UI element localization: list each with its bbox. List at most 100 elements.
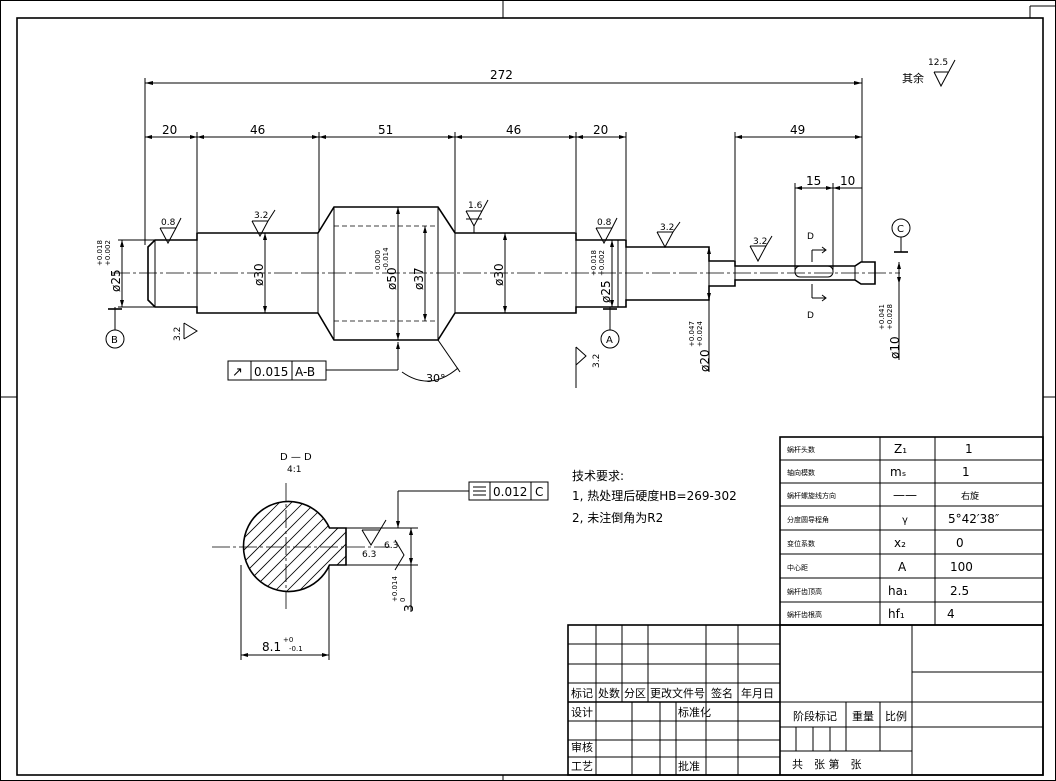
param-value-7: 4 <box>947 607 955 621</box>
datum-a: A <box>606 335 613 346</box>
runout-value: 0.015 <box>254 365 288 379</box>
dim-20b: 20 <box>593 123 608 137</box>
param-name-2: 蜗杆螺旋线方向 <box>787 491 836 500</box>
param-symbol-2: —— <box>893 488 917 502</box>
tb-approve: 批准 <box>678 759 700 773</box>
general-roughness-value: 12.5 <box>928 58 948 68</box>
datum-c: C <box>897 224 904 235</box>
svg-text:+0.018+0.002: +0.018+0.002 <box>96 240 112 266</box>
section-title: D — D <box>280 452 312 463</box>
dim-phi20-tol-upper: +0.047 <box>688 321 696 347</box>
runout-symbol: ↗ <box>232 365 243 380</box>
symmetry-tolerance: 0.012 C <box>396 481 549 528</box>
horizontal-dimensions: 272 20 46 51 46 20 49 15 10 <box>144 68 863 270</box>
tb-count: 处数 <box>598 687 620 700</box>
dim-10: 10 <box>840 174 855 188</box>
dim-phi25-left-tol-upper: +0.018 <box>96 240 104 266</box>
param-value-3: 5°42′38″ <box>948 512 1000 526</box>
roughness-08-right: 0.8 <box>597 218 612 228</box>
param-symbol-4: x₂ <box>894 536 906 550</box>
dim-phi25-right: ø25 <box>599 280 613 303</box>
runout-datum: A-B <box>295 365 315 379</box>
dim-phi37: ø37 <box>412 267 426 290</box>
param-symbol-5: A <box>898 560 907 574</box>
dim-key-width-tol-lower: -0.1 <box>289 645 303 653</box>
param-symbol-0: Z₁ <box>894 442 907 456</box>
param-symbol-7: hf₁ <box>888 607 905 621</box>
keyway <box>794 265 834 278</box>
dim-phi50: ø50 <box>385 267 399 290</box>
dim-phi50-tol-upper: 0.000 <box>374 250 382 270</box>
param-name-5: 中心距 <box>787 563 808 572</box>
dim-phi20-tol-lower: +0.024 <box>696 321 704 347</box>
dim-phi10: ø10 <box>888 336 902 359</box>
dim-key-depth-tol-upper: +0.014 <box>391 576 399 602</box>
param-value-5: 100 <box>950 560 973 574</box>
roughness-symbols: 0.8 3.2 1.6 0.8 3.2 3.2 3.2 3.2 <box>159 199 773 388</box>
general-roughness: 其余 12.5 <box>902 58 956 88</box>
dim-key-width-tol-upper: +0 <box>283 636 293 644</box>
svg-text:+0.0140: +0.0140 <box>391 576 407 602</box>
tb-design: 设计 <box>571 706 593 719</box>
dim-phi25-right-tol-upper: +0.018 <box>590 250 598 276</box>
title-block: 标记 处数 分区 更改文件号 签名 年月日 设计 标准化 审核 工艺 批准 阶段… <box>567 624 1044 776</box>
param-name-4: 变位系数 <box>787 539 815 548</box>
param-name-7: 蜗杆齿根高 <box>787 610 822 619</box>
angle-30: 30° <box>426 372 446 385</box>
parameter-table: 蜗杆头数 Z₁ 1 轴向模数 mₛ 1 蜗杆螺旋线方向 —— 右旋 分度圆导程角… <box>779 436 1044 626</box>
param-value-1: 1 <box>962 465 970 479</box>
tb-process: 工艺 <box>571 760 593 773</box>
notes-title: 技术要求: <box>572 469 624 483</box>
svg-text:+0.047+0.024: +0.047+0.024 <box>688 321 704 347</box>
dim-46b: 46 <box>506 123 521 137</box>
param-value-4: 0 <box>956 536 964 550</box>
general-roughness-label: 其余 <box>902 71 924 85</box>
roughness-32-a: 3.2 <box>254 211 268 221</box>
section-scale: 4:1 <box>287 465 301 475</box>
shaft-main-view <box>112 206 900 341</box>
dim-key-depth: 3 <box>402 604 416 612</box>
roughness-08-left: 0.8 <box>161 218 176 228</box>
tb-review: 审核 <box>571 740 593 754</box>
tb-mark: 标记 <box>571 686 593 700</box>
roughness-32-c: 3.2 <box>753 237 767 247</box>
section-outline <box>242 500 347 593</box>
dim-20a: 20 <box>162 123 177 137</box>
dim-phi30-a: ø30 <box>252 263 266 286</box>
param-name-3: 分度圆导程角 <box>787 515 829 524</box>
dim-46a: 46 <box>250 123 265 137</box>
tb-sign: 签名 <box>711 686 733 700</box>
dim-phi10-tol-lower: +0.028 <box>886 304 894 330</box>
roughness-32-b: 3.2 <box>660 223 674 233</box>
dim-phi20: ø20 <box>698 349 712 372</box>
dim-phi25-left: ø25 <box>109 269 123 292</box>
tb-weight: 重量 <box>852 709 874 723</box>
datum-features: B A C <box>105 218 911 349</box>
dim-total: 272 <box>490 68 513 82</box>
symmetry-datum: C <box>535 485 543 499</box>
dim-51: 51 <box>378 123 393 137</box>
section-d-d: D — D 4:1 <box>212 452 418 660</box>
runout-tolerance: ↗ 0.015 A-B <box>227 342 400 381</box>
param-symbol-3: γ <box>902 515 908 526</box>
dim-phi30-b: ø30 <box>492 263 506 286</box>
section-mark-d: D D <box>807 232 827 321</box>
angle-dimension: 30° <box>401 339 461 385</box>
tb-standard: 标准化 <box>678 705 711 719</box>
tb-stage-mark: 阶段标记 <box>793 709 837 723</box>
dim-key-depth-tol-lower: 0 <box>399 598 407 602</box>
param-value-2: 右旋 <box>961 490 979 502</box>
svg-text:0.000-0.014: 0.000-0.014 <box>374 247 390 270</box>
roughness-16: 1.6 <box>468 201 483 211</box>
dim-phi50-tol-lower: -0.014 <box>382 247 390 270</box>
tb-sheets: 共 张 第 张 <box>792 757 862 771</box>
param-name-6: 蜗杆齿顶高 <box>787 587 822 596</box>
roughness-63-a: 6.3 <box>362 550 376 560</box>
notes-line2: 2, 未注倒角为R2 <box>572 510 663 525</box>
dim-key-width: 8.1 <box>262 640 281 654</box>
param-name-1: 轴向模数 <box>787 468 815 477</box>
param-symbol-6: ha₁ <box>888 584 908 598</box>
tb-doc-no: 更改文件号 <box>650 686 705 700</box>
